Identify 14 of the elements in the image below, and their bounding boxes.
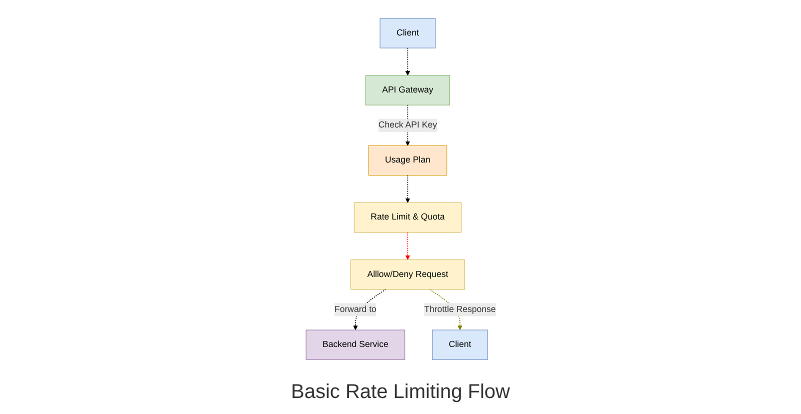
arrow <box>404 231 410 260</box>
node-box: Rate Limit & Quota <box>353 202 462 232</box>
node-box: Client <box>379 18 436 48</box>
node-box: Alllow/Deny Request <box>350 259 464 290</box>
edge-label: Check API Key <box>378 120 437 130</box>
edge-label: Throttle Response <box>424 304 496 314</box>
diagram-title: Basic Rate Limiting Flow <box>291 381 510 404</box>
arrow <box>404 47 410 76</box>
edge-label: Forward to <box>334 304 376 314</box>
node-box: Backend Service <box>305 329 405 360</box>
node-box: API Gateway <box>364 74 450 105</box>
node-box: Usage Plan <box>368 144 447 176</box>
arrow <box>404 174 410 202</box>
node-box: Client <box>432 329 488 360</box>
